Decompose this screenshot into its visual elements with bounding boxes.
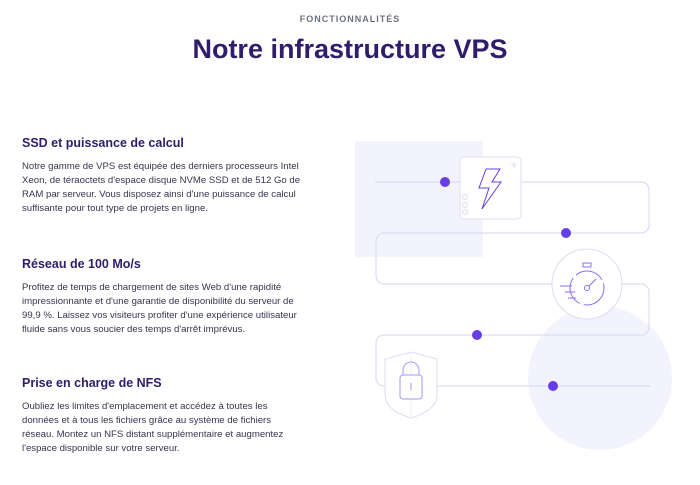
section-eyebrow: FONCTIONNALITÉS xyxy=(299,14,401,24)
feature-nfs: Prise en charge de NFS Oubliez les limit… xyxy=(22,376,302,456)
shield-lock-icon xyxy=(384,351,438,419)
feature-text: Notre gamme de VPS est équipée des derni… xyxy=(22,161,301,214)
feature-text: Profitez de temps de chargement de sites… xyxy=(22,282,297,335)
feature-title: Réseau de 100 Mo/s xyxy=(22,257,141,271)
connector-line xyxy=(375,181,650,387)
feature-title: SSD et puissance de calcul xyxy=(22,136,184,150)
stopwatch-icon xyxy=(551,248,623,320)
feature-network: Réseau de 100 Mo/s Profitez de temps de … xyxy=(22,257,302,337)
lightning-icon xyxy=(459,156,522,220)
feature-text: Oubliez les limites d'emplacement et acc… xyxy=(22,401,284,454)
node-dot xyxy=(561,228,571,238)
node-dot xyxy=(548,381,558,391)
page-title: Notre infrastructure VPS xyxy=(192,34,508,64)
node-dot xyxy=(472,330,482,340)
feature-ssd: SSD et puissance de calcul Notre gamme d… xyxy=(22,136,302,216)
node-dot xyxy=(440,177,450,187)
feature-title: Prise en charge de NFS xyxy=(22,376,162,390)
tint-circle xyxy=(528,306,672,450)
